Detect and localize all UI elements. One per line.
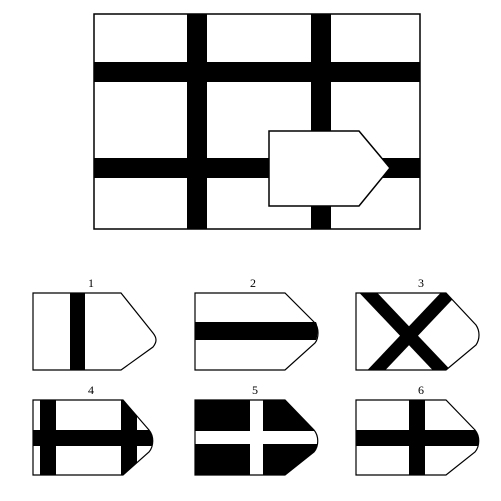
option-6-horizontal-bar	[356, 430, 479, 446]
grid-horizontal-bar-top	[94, 62, 420, 82]
option-1-number: 1	[88, 276, 94, 290]
option-4-horizontal-bar	[33, 430, 153, 446]
main-frame	[93, 13, 421, 230]
grid-vertical-bar-left	[187, 14, 207, 229]
option-4-shape	[32, 399, 154, 476]
option-4[interactable]: 4	[32, 383, 158, 476]
option-6-number: 6	[418, 383, 424, 397]
option-5-outline	[194, 399, 319, 476]
option-2[interactable]: 2	[194, 276, 319, 371]
option-3[interactable]: 3	[350, 276, 480, 380]
option-2-number: 2	[250, 276, 256, 290]
option-3-shape	[355, 292, 480, 371]
option-5-number: 5	[252, 383, 258, 397]
main-grid-picture	[93, 13, 421, 230]
option-3-number: 3	[418, 276, 424, 290]
option-1[interactable]: 1	[32, 276, 157, 371]
option-1-vertical-bar	[70, 293, 85, 370]
option-5[interactable]: 5	[194, 383, 319, 476]
option-6[interactable]: 6	[355, 383, 481, 476]
option-6-shape	[355, 399, 480, 476]
option-2-horizontal-bar	[195, 322, 318, 340]
option-5-white-horizontal	[195, 431, 319, 444]
option-3-diagonal-b	[358, 293, 468, 370]
missing-piece-slot	[268, 130, 391, 207]
option-4-number: 4	[88, 383, 94, 397]
option-1-shape	[32, 292, 157, 371]
